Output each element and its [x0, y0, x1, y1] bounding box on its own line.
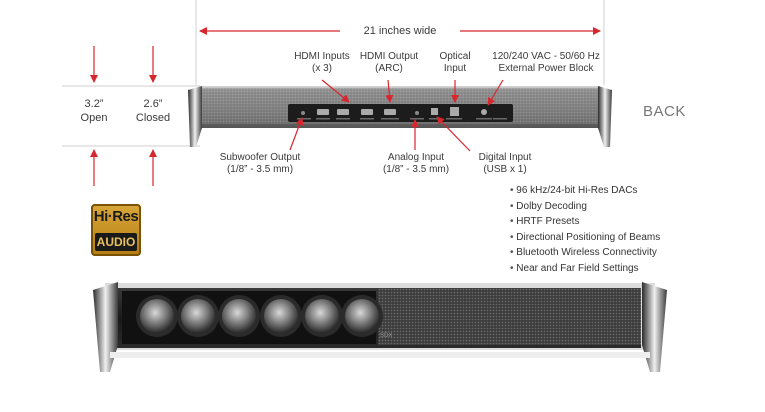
label-line: Input: [443, 63, 467, 74]
label-line: External Power Block: [498, 63, 594, 74]
label-line: HDMI Inputs: [294, 51, 350, 62]
hi-res-audio-logo: Hi·Res AUDIO: [91, 204, 141, 256]
front-logo: SDX: [380, 333, 393, 339]
feature-item: Near and Far Field Settings: [510, 261, 660, 277]
label-line: (USB x 1): [483, 164, 527, 175]
hi-res-logo-text: Hi·Res: [93, 208, 139, 225]
closed-height-label: 2.6” Closed: [123, 97, 183, 125]
label-line: (x 3): [312, 63, 332, 74]
closed-height-value: 2.6”: [143, 98, 163, 110]
label-hdmi-output: HDMI Output (ARC): [344, 51, 434, 75]
feature-item: 96 kHz/24-bit Hi-Res DACs: [510, 183, 660, 199]
feature-item: HRTF Presets: [510, 214, 660, 230]
label-hdmi-inputs: HDMI Inputs (x 3): [272, 51, 372, 75]
label-line: Subwoofer Output: [219, 152, 301, 163]
feature-item: Directional Positioning of Beams: [510, 230, 660, 246]
open-height-text: Open: [80, 112, 108, 124]
label-line: Analog Input: [387, 152, 445, 163]
label-line: Digital Input: [478, 152, 532, 163]
label-line: 120/240 VAC - 50/60 Hz: [492, 51, 600, 62]
feature-item: Dolby Decoding: [510, 199, 660, 215]
soundbar-front: [93, 282, 667, 372]
label-line: (1/8” - 3.5 mm): [226, 164, 294, 175]
width-dimension-label: 21 inches wide: [363, 25, 437, 37]
label-line: (ARC): [375, 63, 403, 74]
label-optical-input: Optical Input: [425, 51, 485, 75]
feature-item: Bluetooth Wireless Connectivity: [510, 245, 660, 261]
soundbar-back: [188, 86, 612, 147]
label-line: HDMI Output: [359, 51, 419, 62]
label-digital-input: Digital Input (USB x 1): [460, 152, 550, 176]
open-height-value: 3.2”: [84, 98, 104, 110]
audio-logo-text: AUDIO: [95, 233, 137, 251]
label-line: (1/8” - 3.5 mm): [382, 164, 450, 175]
label-line: Optical: [439, 51, 471, 62]
label-subwoofer-output: Subwoofer Output (1/8” - 3.5 mm): [200, 152, 320, 176]
label-analog-input: Analog Input (1/8” - 3.5 mm): [366, 152, 466, 176]
feature-list: 96 kHz/24-bit Hi-Res DACs Dolby Decoding…: [510, 183, 660, 277]
view-label-back: BACK: [643, 103, 686, 120]
closed-height-text: Closed: [135, 112, 171, 124]
label-power-block: 120/240 VAC - 50/60 Hz External Power Bl…: [476, 51, 616, 75]
open-height-label: 3.2” Open: [64, 97, 124, 125]
